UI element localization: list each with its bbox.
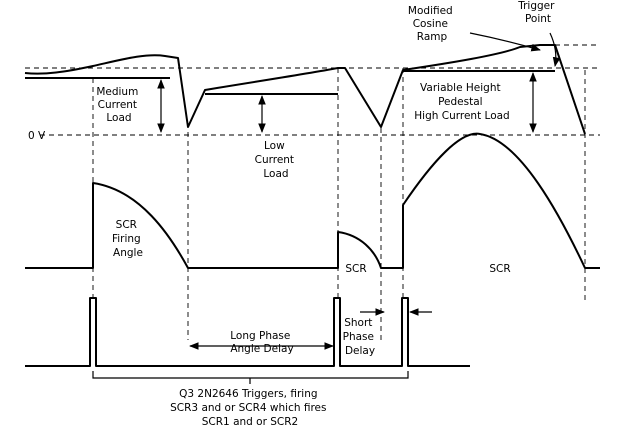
label-scr-right: SCR bbox=[489, 263, 510, 275]
trigger-pulse-waveform bbox=[25, 297, 470, 367]
label-low-current-load: Low Current Load bbox=[255, 140, 298, 180]
trigger-group-brace bbox=[92, 371, 409, 384]
label-long-phase-angle-delay: Long Phase Angle Delay bbox=[230, 330, 293, 355]
ramp-pedestal-waveform bbox=[24, 44, 586, 135]
scr-conduction-waveform bbox=[25, 132, 600, 269]
label-scr-mid: SCR bbox=[345, 263, 366, 275]
trigger-pointer-arrow bbox=[549, 32, 561, 67]
ramp-pointer-arrow bbox=[469, 32, 541, 52]
label-medium-current-load: Medium Current Load bbox=[96, 86, 141, 124]
label-zero-volt: 0 V bbox=[28, 130, 46, 142]
label-modified-cosine-ramp: Modified Cosine Ramp bbox=[408, 5, 456, 43]
label-variable-height-pedestal: Variable Height Pedestal High Current Lo… bbox=[414, 82, 509, 122]
label-scr-firing-angle: SCR Firing Angle bbox=[112, 219, 144, 259]
label-short-phase-delay: Short Phase Delay bbox=[343, 317, 378, 357]
label-q3-triggers-caption: Q3 2N2646 Triggers, firing SCR3 and or S… bbox=[170, 388, 330, 428]
label-trigger-point: Trigger Point bbox=[517, 0, 558, 25]
